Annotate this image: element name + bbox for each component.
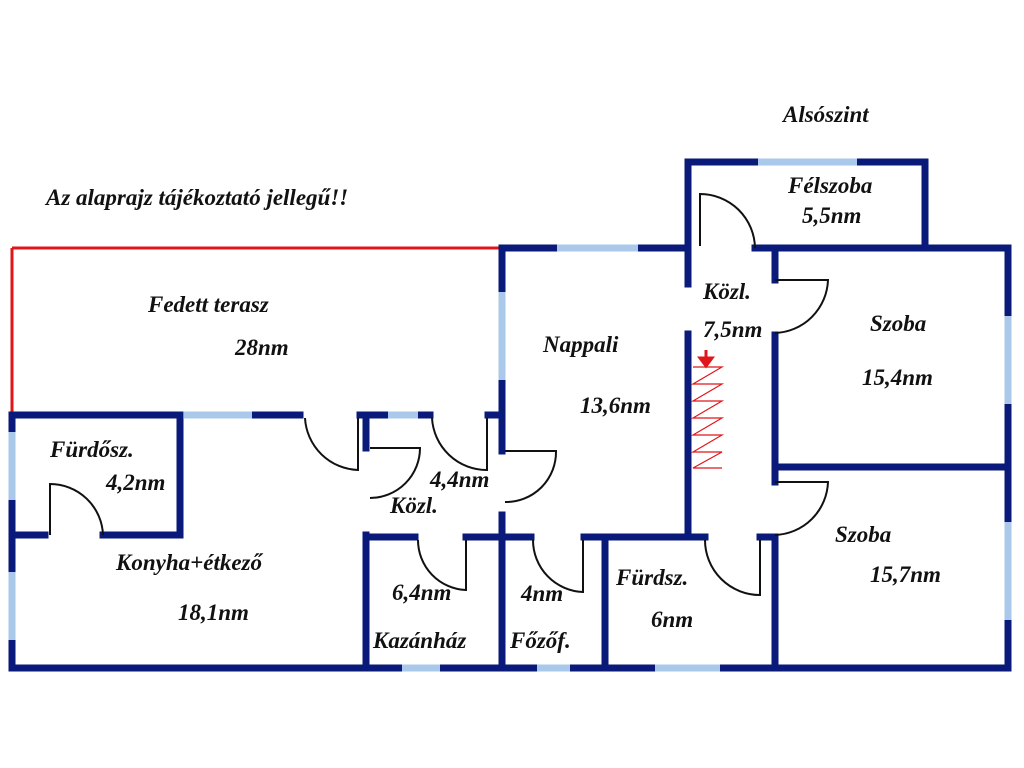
room-area: 18,1nm <box>178 600 249 625</box>
room-name: Nappali <box>542 332 619 357</box>
room-name: Konyha+étkező <box>115 550 263 575</box>
room-name: Fürdősz. <box>49 437 134 462</box>
room-area: 13,6nm <box>580 393 651 418</box>
room-area: 7,5nm <box>703 317 762 342</box>
room-name: Fedett terasz <box>147 292 269 317</box>
doors <box>49 192 830 597</box>
walls <box>8 158 1012 672</box>
room-area: 6,4nm <box>392 580 451 605</box>
windows <box>8 158 1012 672</box>
room-name: Félszoba <box>787 173 872 198</box>
stair-arrow-icon <box>697 350 715 369</box>
room-area: 6nm <box>651 607 693 632</box>
room-area: 4nm <box>520 581 563 606</box>
room-name: Szoba <box>835 522 891 547</box>
room-name: Szoba <box>870 311 926 336</box>
room-name: Kazánház <box>372 628 466 653</box>
room-area: 28nm <box>234 335 289 360</box>
room-name: Főzőf. <box>509 628 571 653</box>
room-name: Közl. <box>389 493 438 518</box>
disclaimer: Az alaprajz tájékoztató jellegű!! <box>44 185 348 210</box>
room-name: Közl. <box>702 279 751 304</box>
room-area: 15,7nm <box>870 562 941 587</box>
room-name: Fürdsz. <box>615 565 688 590</box>
room-area: 15,4nm <box>862 365 933 390</box>
staircase <box>690 350 725 469</box>
terrace-outline <box>10 246 502 415</box>
room-area: 4,2nm <box>105 470 165 495</box>
room-area: 5,5nm <box>802 203 861 228</box>
room-area: 4,4nm <box>429 467 489 492</box>
floor-title: Alsószint <box>781 102 869 127</box>
